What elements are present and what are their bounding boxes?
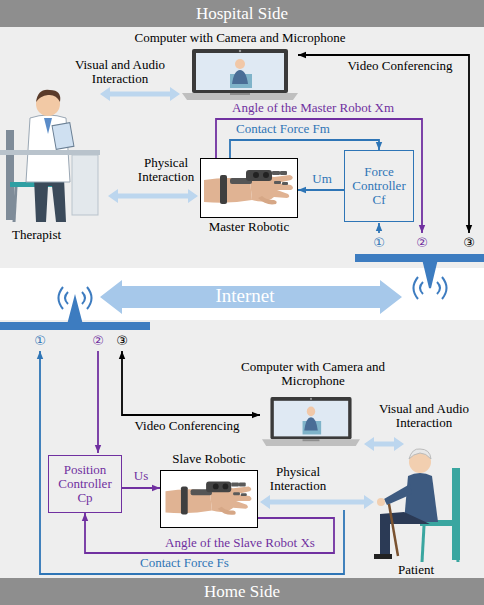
label-holder: Computer with Camera and Microphone [120, 31, 360, 45]
controller-label: Force Controller Cf [349, 165, 409, 208]
controller-box: Position Controller Cp [48, 455, 122, 513]
patient-figure [456, 526, 458, 562]
label-holder: Physical Interaction [266, 465, 330, 494]
antenna-symbol [420, 282, 423, 294]
antenna-symbol [424, 263, 436, 288]
label-holder: Video Conferencing [128, 419, 246, 433]
signal-label: Um [302, 172, 342, 186]
antenna-symbol [59, 263, 447, 321]
signal-label: Video Conferencing [340, 59, 460, 73]
label-holder: Contact Force Fm [236, 122, 330, 136]
bus-bar [0, 322, 150, 330]
signal-label: Angle of the Master Robot Xm [232, 101, 394, 115]
signal-label: Us [124, 469, 158, 483]
label-holder: ① [371, 236, 387, 250]
label-holder: ② [90, 334, 106, 348]
panel-title: Hospital Side [0, 0, 484, 27]
label-holder: Visual and Audio Interaction [66, 58, 174, 87]
signal-connector [122, 487, 160, 489]
label-holder: Video Conferencing [340, 59, 460, 73]
internet-arrow [100, 280, 402, 314]
internet-arrow [100, 280, 402, 314]
label-holder: ③ [461, 236, 477, 250]
signal-label: Angle of the Slave Robot Xs [165, 536, 315, 550]
interaction-label: Physical Interaction [134, 156, 198, 185]
robot-caption: Slave Robotic [161, 452, 257, 466]
antenna-symbol [82, 292, 85, 304]
label-holder: Um [302, 172, 342, 186]
interaction-label: Visual and Audio Interaction [66, 58, 174, 87]
signal-wire [97, 351, 99, 453]
antenna-symbol [442, 277, 447, 299]
label-holder: Contact Force Fs [140, 556, 229, 570]
signal-label: Video Conferencing [128, 419, 246, 433]
controller-label: Position Controller Cp [53, 463, 117, 506]
person-label: Therapist [12, 228, 61, 242]
signal-label: Contact Force Fm [236, 122, 330, 136]
interaction-label: Visual and Audio Interaction [370, 402, 478, 431]
callout-number: ② [90, 334, 106, 348]
patient-figure [377, 498, 385, 506]
label-holder: ① [32, 334, 48, 348]
antenna-symbol [87, 287, 92, 309]
label-holder: Us [124, 469, 158, 483]
interaction-label: Physical Interaction [266, 465, 330, 494]
network-label: Internet [160, 286, 330, 307]
antenna-symbol [69, 298, 81, 321]
patient-figure [422, 526, 424, 562]
therapist-figure [72, 155, 98, 215]
callout-number: ① [371, 236, 387, 250]
therapist-figure [44, 118, 52, 134]
label-holder: Physical Interaction [134, 156, 198, 185]
signal-connector [298, 189, 344, 191]
controller-box: Force Controller Cf [344, 150, 414, 222]
antenna-symbol [414, 277, 419, 299]
callout-number: ③ [114, 334, 130, 348]
callout-number: ③ [461, 236, 477, 250]
laptop-picture [182, 49, 298, 100]
therapist-figure [6, 130, 14, 220]
laptop-picture [262, 397, 360, 446]
patient-figure [374, 554, 392, 559]
label-holder: Angle of the Master Robot Xm [232, 101, 394, 115]
label-holder: Computer with Camera and Microphone [238, 360, 388, 389]
label-holder: Visual and Audio Interaction [370, 402, 478, 431]
robot-caption: Master Robotic [201, 220, 297, 234]
device-label: Computer with Camera and Microphone [120, 31, 360, 45]
therapist-figure [52, 123, 74, 150]
label-holder: Internet [160, 286, 330, 307]
therapist-figure [0, 150, 100, 155]
antenna-symbol [59, 287, 64, 309]
callout-number: ① [32, 334, 48, 348]
label-holder: Therapist [12, 228, 61, 242]
label-holder: ② [414, 236, 430, 250]
label-holder: ③ [114, 334, 130, 348]
label-holder: Angle of the Slave Robot Xs [165, 536, 315, 550]
device-label: Computer with Camera and Microphone [238, 360, 388, 389]
bus-bar [355, 254, 484, 262]
antenna-symbol [437, 282, 440, 294]
panel-title: Home Side [0, 578, 484, 605]
signal-wire [378, 223, 380, 233]
antenna-symbol [65, 292, 68, 304]
signal-label: Contact Force Fs [140, 556, 229, 570]
therapist-figure [14, 187, 16, 222]
person-label: Patient [398, 563, 434, 577]
label-holder: Patient [398, 563, 434, 577]
callout-number: ② [414, 236, 430, 250]
